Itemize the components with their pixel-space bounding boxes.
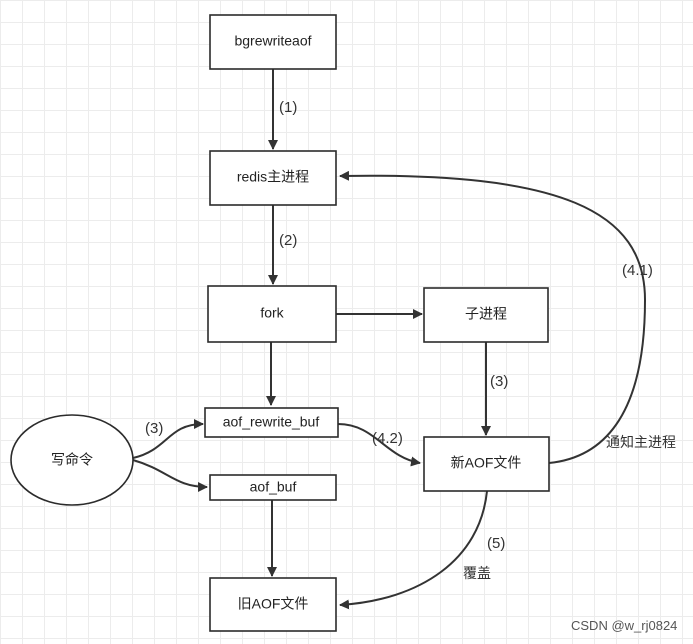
label-overwrite: 覆盖	[463, 565, 491, 581]
node-write-command-label: 写命令	[51, 452, 93, 468]
node-fork-label: fork	[260, 305, 284, 321]
node-aof-buf-label: aof_buf	[250, 479, 297, 495]
label-step-2: (2)	[279, 232, 297, 249]
edge-write-cmd-to-aof-buf	[132, 459, 208, 492]
node-write-command: 写命令	[10, 414, 134, 506]
node-bgrewriteaof: bgrewriteaof	[209, 14, 337, 70]
node-bgrewriteaof-label: bgrewriteaof	[234, 33, 311, 49]
label-notify-main-process: 通知主进程	[606, 434, 676, 450]
label-step-4-1: (4.1)	[622, 262, 653, 279]
node-aof-rewrite-buf-label: aof_rewrite_buf	[223, 414, 320, 430]
edge-write-cmd-to-aof-rewrite-buf	[132, 419, 204, 459]
edge-new-aof-to-redis-notify	[339, 170, 647, 464]
label-step-4-2: (4.2)	[372, 430, 403, 447]
label-step-3-write: (3)	[145, 420, 163, 437]
node-aof-buf: aof_buf	[209, 474, 337, 501]
label-step-3-child: (3)	[490, 373, 508, 390]
node-old-aof-file: 旧AOF文件	[209, 577, 337, 632]
node-new-aof-file-label: 新AOF文件	[451, 455, 522, 471]
node-new-aof-file: 新AOF文件	[423, 436, 550, 492]
node-child-process-label: 子进程	[465, 306, 507, 322]
node-redis-main-process: redis主进程	[209, 150, 337, 206]
node-fork: fork	[207, 285, 337, 343]
node-old-aof-file-label: 旧AOF文件	[238, 596, 309, 612]
edge-aof-rewrite-buf-to-new-aof	[337, 423, 421, 467]
node-child-process: 子进程	[423, 287, 549, 343]
edge-new-aof-to-old-aof-overwrite	[339, 490, 488, 610]
node-aof-rewrite-buf: aof_rewrite_buf	[204, 407, 339, 438]
csdn-watermark: CSDN @w_rj0824	[571, 618, 677, 633]
label-step-5: (5)	[487, 535, 505, 552]
label-step-1: (1)	[279, 99, 297, 116]
node-redis-main-process-label: redis主进程	[237, 169, 309, 185]
